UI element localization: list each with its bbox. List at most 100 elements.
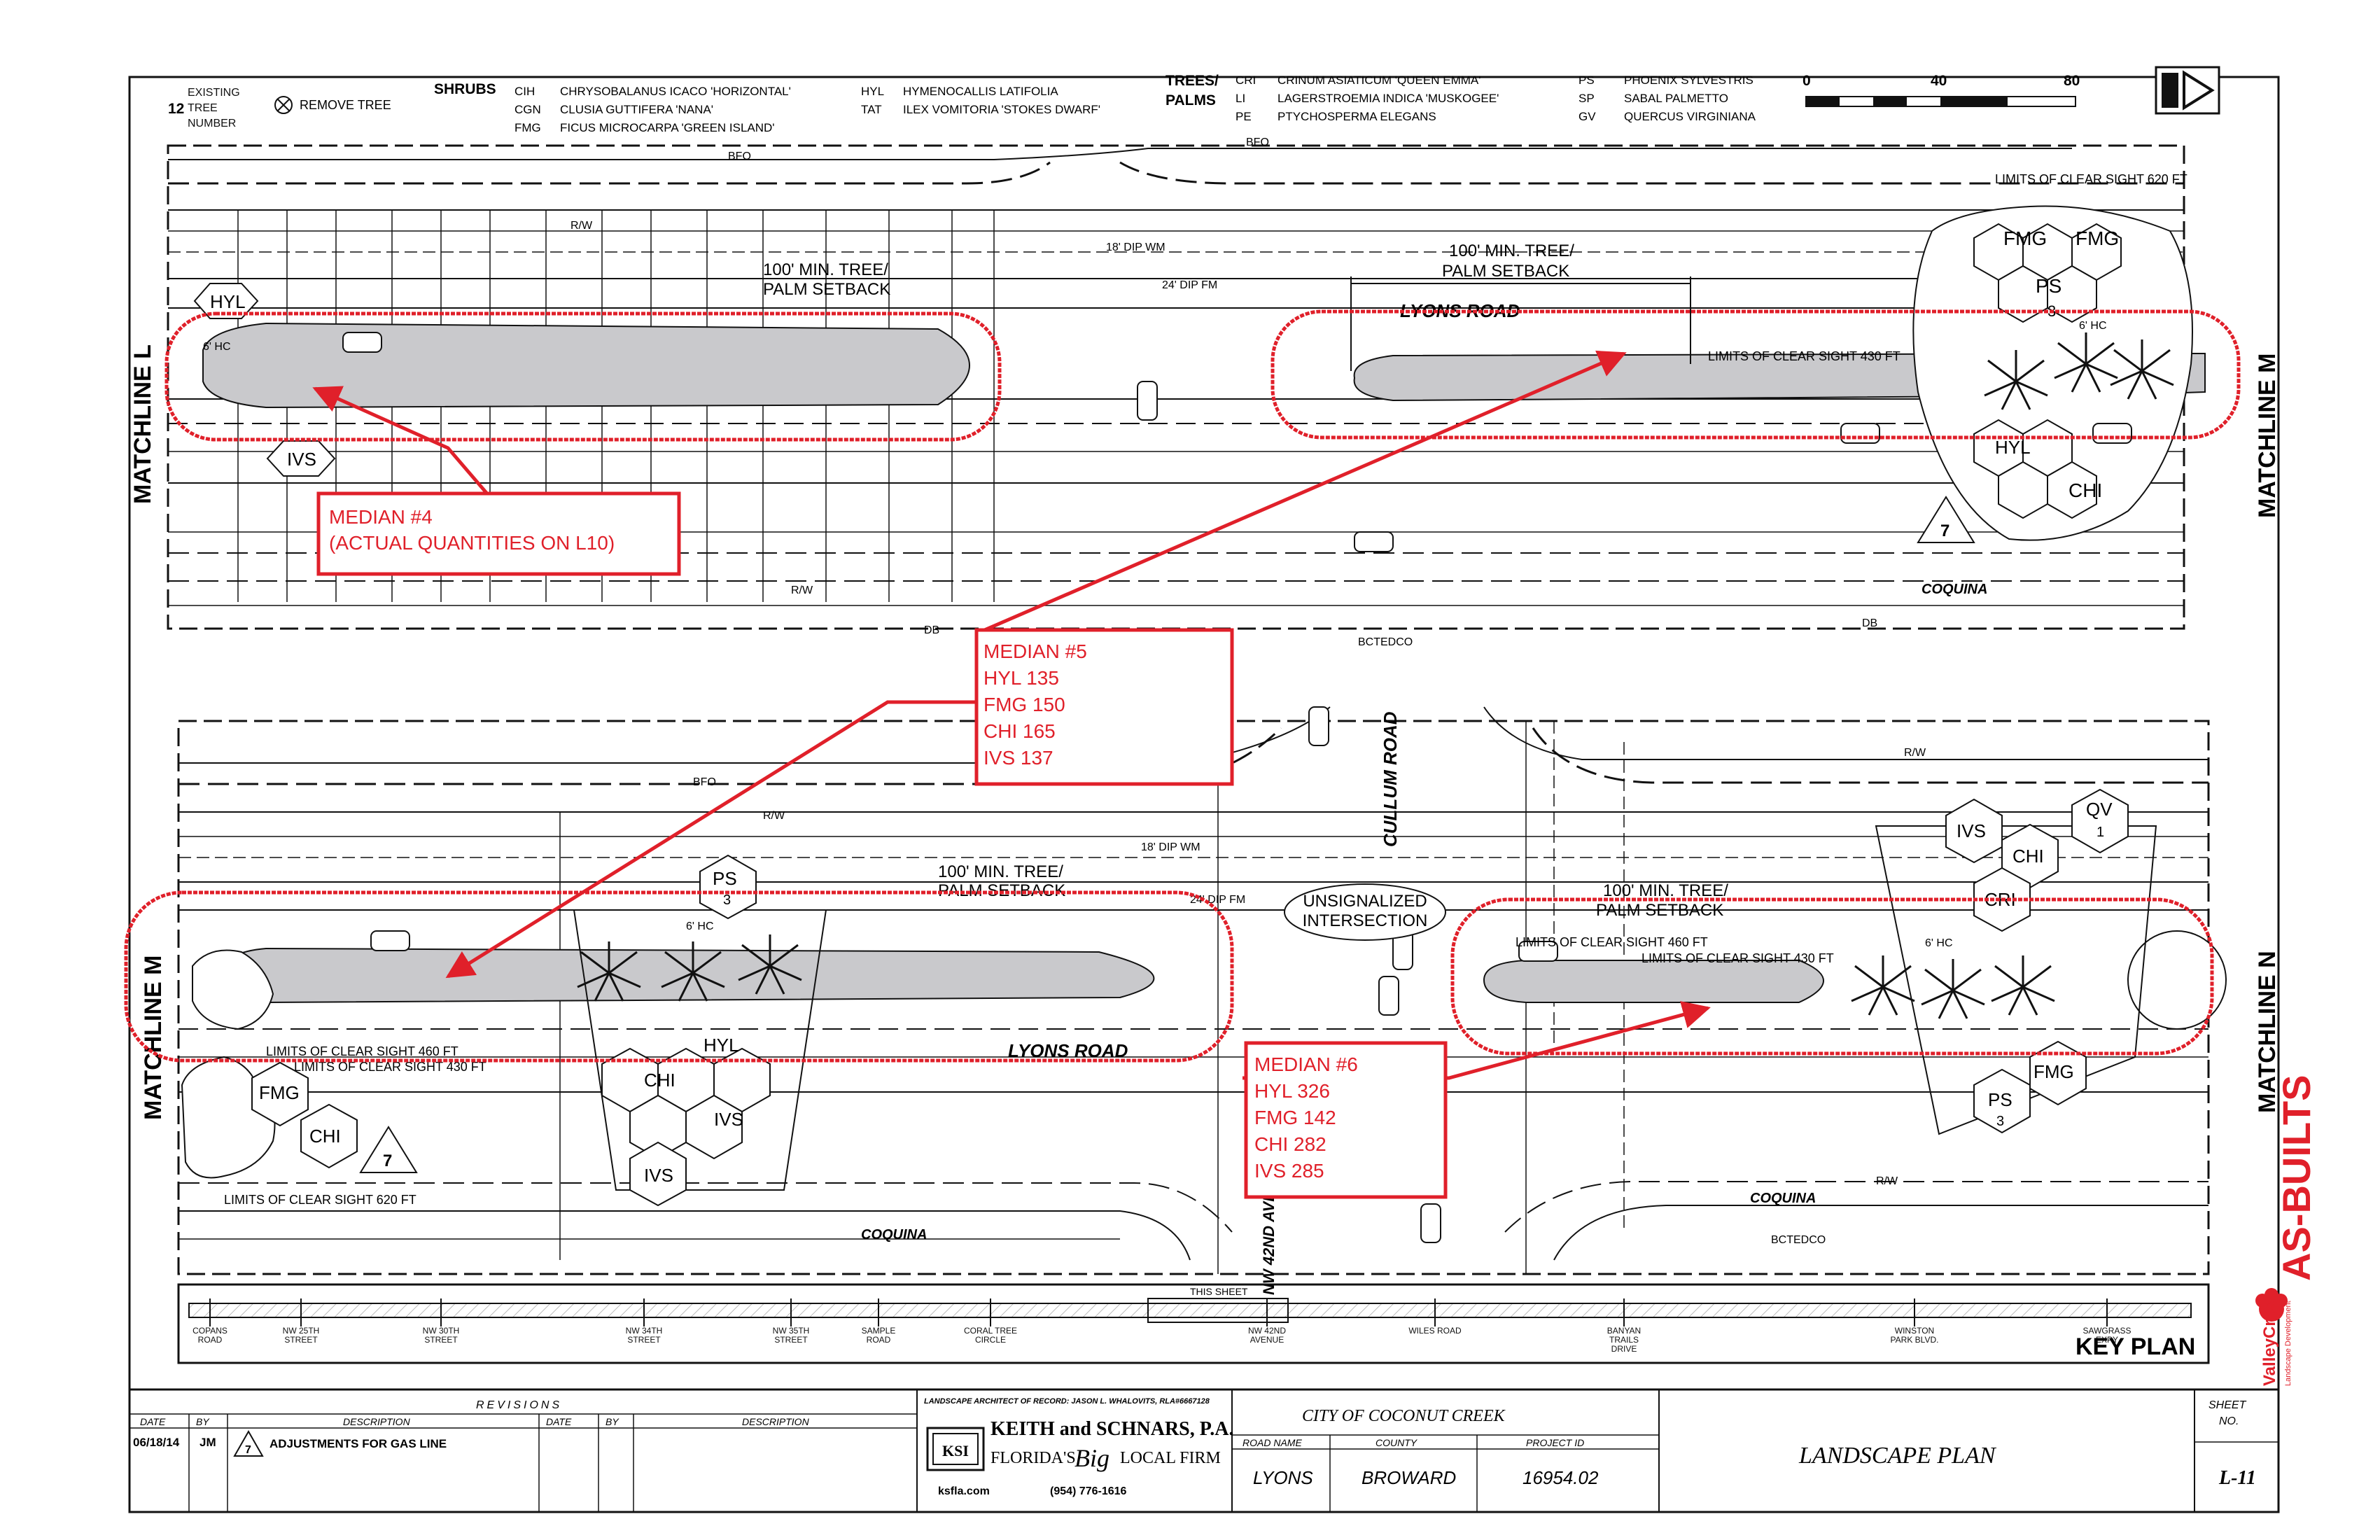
scale-label-80: 80 [2064, 73, 2080, 89]
rw-top-2: R/W [791, 584, 813, 596]
rev-row-by: JM [200, 1436, 216, 1449]
cars-bottom [370, 706, 1558, 1243]
shrub-name-1: CLUSIA GUTTIFERA 'NANA' [560, 103, 713, 116]
dip-wm-top: 18' DIP WM [1106, 241, 1166, 253]
project-id-label: PROJECT ID [1526, 1437, 1584, 1448]
setback-label-4a: 100' MIN. TREE/ [1603, 881, 1728, 900]
valleycrest-sub: Landscape Development [2284, 1301, 2292, 1386]
key-plan-street-labels: COPANS ROAD NW 25TH STREET NW 30TH STREE… [192, 1326, 2131, 1354]
matchline-m-bottom: MATCHLINE M [140, 955, 167, 1120]
tree-code-3: PS [1578, 74, 1595, 87]
median-5-item-3: IVS 137 [983, 747, 1054, 769]
street-1: NW 25TH STREET [282, 1326, 320, 1345]
rev-col-by-1: BY [196, 1416, 210, 1427]
median-6-callout [1244, 1041, 1448, 1199]
nw-ave-label: NW 42ND AVE [1260, 1191, 1278, 1295]
as-builts-stamp: AS-BUILTS [2274, 1075, 2318, 1282]
shrub-name-2: FICUS MICROCARPA 'GREEN ISLAND' [560, 121, 775, 134]
clear-sight-430-bottom-left: LIMITS OF CLEAR SIGHT 430 FT [294, 1060, 486, 1074]
firm-name: KEITH and SCHNARS, P.A. [990, 1418, 1234, 1440]
dip-fm-top: 24' DIP FM [1162, 279, 1217, 291]
clear-sight-460-bottom: LIMITS OF CLEAR SIGHT 460 FT [266, 1044, 458, 1058]
sheet-label-1: SHEET [2208, 1399, 2247, 1411]
street-4: NW 35TH STREET [772, 1326, 810, 1345]
rev-row-mark: 7 [245, 1444, 251, 1456]
tag-ivs-bottom-2: IVS [644, 1165, 673, 1186]
median-4-line1: MEDIAN #4 [329, 506, 433, 528]
project-id-value: 16954.02 [1522, 1467, 1599, 1488]
legend-trees-heading-2: PALMS [1166, 92, 1216, 108]
median-5-title: MEDIAN #5 [983, 640, 1087, 662]
tree-code-2: PE [1236, 110, 1252, 123]
clear-sight-620-top: LIMITS OF CLEAR SIGHT 620 FT [1995, 172, 2188, 186]
revision-triangle-top [1917, 496, 1975, 543]
tree-code-5: GV [1578, 110, 1596, 123]
hc-bottom-left: 6' HC [686, 920, 714, 932]
palm-cluster-bottom-right [1851, 955, 2055, 1019]
tag-chi-bottom-1: CHI [644, 1070, 676, 1091]
tree-name-1: LAGERSTROEMIA INDICA 'MUSKOGEE' [1278, 92, 1499, 105]
road-name-label: ROAD NAME [1242, 1437, 1302, 1448]
tag-ps-bottom-left: PS [713, 868, 737, 889]
median-6-title: MEDIAN #6 [1254, 1054, 1358, 1075]
rev-row-date: 06/18/14 [133, 1436, 180, 1449]
median-5-item-0: HYL 135 [983, 667, 1059, 689]
architect-of-record: LANDSCAPE ARCHITECT OF RECORD: JASON L. … [924, 1397, 1210, 1406]
valleycrest-logo-icon [2255, 1288, 2288, 1322]
hex-grid-bottom [251, 788, 2129, 1207]
coquina-bottom-right: COQUINA [1750, 1191, 1816, 1206]
tree-code-0: CRI [1236, 74, 1256, 87]
revisions-heading: REVISIONS [476, 1399, 562, 1411]
revision-triangle-bottom [359, 1126, 418, 1173]
shrub-code-0: CIH [514, 85, 535, 98]
legend-trees-heading-1: TREES/ [1166, 73, 1219, 89]
hc-bottom-right: 6' HC [1925, 937, 1953, 949]
top-plan-panel: FMG FMG PS 3 HYL CHI 100' MIN. TREE/ PAL… [130, 136, 2281, 648]
key-plan: THIS SHEET COPANS ROAD NW 25TH STREET NW… [177, 1283, 2210, 1364]
rev-row-description: ADJUSTMENTS FOR GAS LINE [270, 1437, 447, 1450]
tag-hyl-top: HYL [1995, 437, 2031, 458]
tree-name-5: QUERCUS VIRGINIANA [1624, 110, 1756, 123]
scale-label-0: 0 [1802, 73, 1811, 89]
palm-cluster-bottom-left [577, 934, 802, 1002]
cloud-median-5-west [124, 890, 1234, 1063]
clear-sight-620-bottom: LIMITS OF CLEAR SIGHT 620 FT [224, 1193, 416, 1207]
setback-label-2b: PALM SETBACK [1442, 262, 1569, 281]
street-9: BANYAN TRAILS DRIVE [1606, 1326, 1642, 1354]
rw-bottom-3: R/W [1876, 1175, 1898, 1187]
setback-label-2a: 100' MIN. TREE/ [1449, 241, 1574, 260]
median-6-item-3: IVS 285 [1254, 1160, 1324, 1182]
tag-ps-top: PS [2036, 275, 2062, 297]
median-6-shape [1483, 960, 1824, 1003]
bfo-top-1: BFO [1246, 136, 1269, 148]
cloud-median-4 [164, 312, 1002, 442]
median-6-item-2: CHI 282 [1254, 1133, 1326, 1155]
firm-web: ksfla.com [938, 1485, 990, 1497]
key-plan-title: KEY PLAN [2076, 1334, 2195, 1360]
shrub-code-1: CGN [514, 103, 541, 116]
tag-ps-qty-bottom-left: 3 [723, 892, 731, 908]
clear-sight-460-right: LIMITS OF CLEAR SIGHT 460 FT [1516, 935, 1708, 949]
shrub-code-4: TAT [861, 103, 882, 116]
median-4-callout [316, 491, 681, 576]
bctedco-bottom: BCTEDCO [1771, 1234, 1826, 1246]
shrub-name-0: CHRYSOBALANUS ICACO 'HORIZONTAL' [560, 85, 791, 98]
tree-name-4: SABAL PALMETTO [1624, 92, 1728, 105]
coquina-bottom-left: COQUINA [861, 1227, 927, 1242]
median-4-line2: (ACTUAL QUANTITIES ON L10) [329, 532, 615, 554]
tag-fmg-1: FMG [2003, 227, 2047, 249]
street-10: WINSTON PARK BLVD. [1890, 1326, 1939, 1345]
valleycrest-label: ValleyCrest [2260, 1296, 2279, 1386]
scale-label-40: 40 [1931, 73, 1947, 89]
revision-mark-top: 7 [1940, 522, 1949, 540]
county-label: COUNTY [1376, 1437, 1418, 1448]
county-value: BROWARD [1362, 1467, 1456, 1488]
legend-existing-box: EXISTING TREE NUMBER [188, 85, 265, 132]
unsignalized-1: UNSIGNALIZED [1303, 892, 1427, 911]
street-6: CORAL TREE CIRCLE [963, 1326, 1018, 1345]
firm-tag-2: Big [1074, 1444, 1110, 1472]
db-top-1: DB [924, 624, 939, 636]
tag-cri: CRI [1984, 889, 2016, 910]
tag-qv: QV [2086, 799, 2113, 820]
